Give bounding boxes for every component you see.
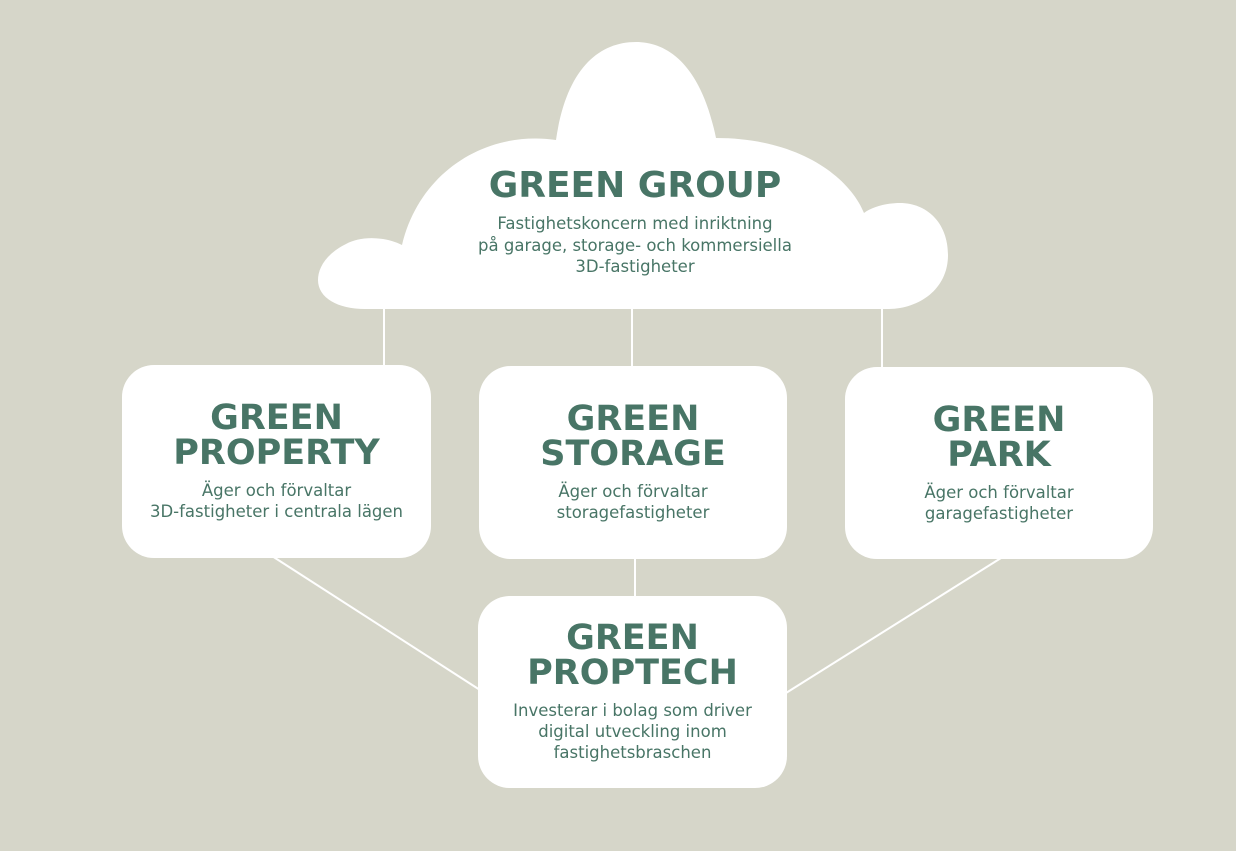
node-title: GREEN GROUP	[488, 165, 782, 206]
node-title: GREEN PARK	[932, 399, 1066, 475]
node-description: Äger och förvaltar garagefastigheter	[924, 482, 1074, 523]
cloud-shape	[318, 42, 948, 309]
node-green-property: GREEN PROPERTY Äger och förvaltar 3D-fas…	[122, 365, 431, 558]
node-title: GREEN STORAGE	[540, 399, 726, 474]
node-title: GREEN PROPERTY	[173, 398, 380, 473]
node-description: Äger och förvaltar 3D-fastigheter i cent…	[149, 481, 404, 521]
node-title: GREEN PROPTECH	[527, 618, 738, 693]
node-green-group: GREEN GROUP Fastighetskoncern med inrikt…	[400, 168, 870, 278]
node-description: Fastighetskoncern med inriktning på gara…	[478, 214, 792, 276]
connector-property-proptech	[271, 555, 481, 691]
connectors	[271, 300, 1002, 694]
node-green-park: GREEN PARK Äger och förvaltar garagefast…	[845, 367, 1153, 559]
node-green-proptech: GREEN PROPTECH Investerar i bolag som dr…	[478, 596, 787, 788]
connector-park-proptech	[785, 557, 1002, 694]
node-description: Äger och förvaltar storagefastigheter	[556, 482, 710, 522]
node-green-storage: GREEN STORAGE Äger och förvaltar storage…	[479, 366, 787, 559]
node-description: Investerar i bolag som driver digital ut…	[513, 701, 752, 762]
